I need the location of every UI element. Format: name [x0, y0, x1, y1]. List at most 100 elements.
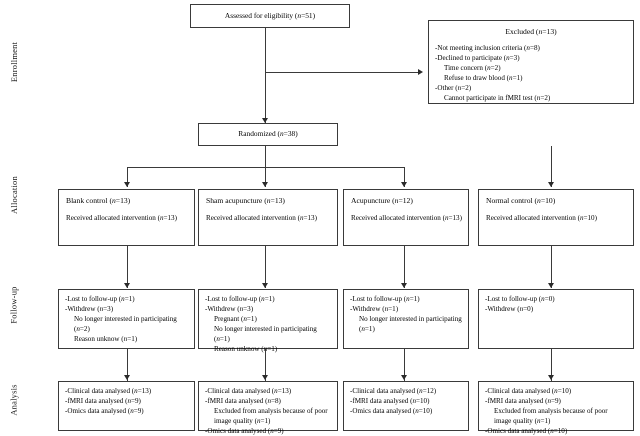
- analysis-lines-2: -Clinical data analysed (n=13) -fMRI data…: [205, 386, 331, 436]
- text-line: -fMRI data analysed (n=9): [65, 397, 141, 406]
- arrow-to-group-2: [262, 182, 268, 187]
- box-allocation-group-1: Blank control (n=13) Received allocated …: [58, 189, 195, 246]
- box-followup-group-1: -Lost to follow-up (n=1)-Withdrew (n=3)N…: [58, 289, 195, 349]
- followup-lines-4: -Lost to follow-up (n=0) -Withdrew (n=0): [485, 294, 627, 314]
- text-line: image quality (n=1): [214, 417, 271, 426]
- text-line: (n=1): [359, 325, 375, 334]
- followup-lines-3: -Lost to follow-up (n=1)-Withdrew (n=1)N…: [350, 294, 462, 334]
- connector-followup-to-analysis-3: [404, 349, 405, 381]
- text-line: Time concern (n=2): [444, 63, 501, 72]
- allocation-sub-2: Received allocated intervention (n=13): [206, 213, 317, 222]
- arrow-to-group-4: [548, 182, 554, 187]
- followup-lines-1: -Lost to follow-up (n=1)-Withdrew (n=3)N…: [65, 294, 188, 344]
- text-line: Refuse to draw blood (n=1): [444, 73, 523, 82]
- text-line: -Other (n=2): [435, 84, 472, 93]
- text-line: Pregnant (n=1): [214, 315, 257, 324]
- box-analysis-group-3: -Clinical data analysed (n=12) -fMRI data…: [343, 381, 469, 431]
- allocation-sub-4: Received allocated intervention (n=10): [486, 213, 597, 222]
- stage-label-allocation: Allocation: [0, 176, 46, 214]
- text-line: Reason unknow (n=1): [74, 335, 138, 344]
- text-line: No longer interested in participating: [74, 315, 177, 324]
- text-line: Reason unknow (n=1): [214, 345, 278, 354]
- connector-branch-left: [127, 167, 128, 187]
- text-line: image quality (n=1): [494, 417, 551, 426]
- box-followup-group-4: -Lost to follow-up (n=0) -Withdrew (n=0): [478, 289, 634, 349]
- analysis-lines-4: -Clinical data analysed (n=10) -fMRI data…: [485, 386, 627, 436]
- arrow-followup-to-analysis-3: [401, 375, 407, 380]
- box-analysis-group-2: -Clinical data analysed (n=13) -fMRI data…: [198, 381, 338, 435]
- connector-branch-far-right: [551, 146, 552, 187]
- connector-assessed-to-randomized: [265, 28, 266, 123]
- connector-followup-to-analysis-2: [265, 349, 266, 381]
- connector-alloc-to-followup-1: [127, 246, 128, 288]
- text-line: -Withdrew (n=1): [350, 305, 399, 314]
- followup-lines-2: -Lost to follow-up (n=1)-Withdrew (n=3)P…: [205, 294, 331, 354]
- stage-label-enrollment-text: Enrollment: [9, 41, 19, 83]
- analysis-lines-1: -Clinical data analysed (n=13) -fMRI data…: [65, 386, 188, 416]
- arrow-alloc-to-followup-3: [401, 283, 407, 288]
- connector-alloc-to-followup-2: [265, 246, 266, 288]
- allocation-title-2: Sham acupuncture (n=13): [206, 196, 285, 205]
- text-line: -Withdrew (n=0): [485, 305, 534, 314]
- arrow-followup-to-analysis-4: [548, 375, 554, 380]
- text-line: -Clinical data analysed (n=13): [205, 387, 292, 395]
- box-allocation-group-4: Normal control (n=10) Received allocated…: [478, 189, 634, 246]
- arrow-followup-to-analysis-2: [262, 375, 268, 380]
- text-line: Excluded from analysis because of poor: [214, 407, 328, 416]
- excluded-lines: -Not meeting inclusion criteria (n=8)-De…: [435, 43, 627, 103]
- allocation-title-1: Blank control (n=13): [66, 196, 131, 205]
- box-followup-group-2: -Lost to follow-up (n=1)-Withdrew (n=3)P…: [198, 289, 338, 353]
- arrow-alloc-to-followup-4: [548, 283, 554, 288]
- arrow-alloc-to-followup-2: [262, 283, 268, 288]
- connector-branch-right: [404, 167, 405, 187]
- stage-label-followup-text: Follow-up: [8, 286, 19, 324]
- assessed-text: Assessed for eligibility (n=51): [224, 10, 316, 20]
- box-randomized: Randomized (n=38): [198, 123, 338, 146]
- text-line: No longer interested in participating: [214, 325, 317, 334]
- connector-branch-mid: [265, 167, 266, 187]
- stage-label-enrollment: Enrollment: [0, 42, 46, 82]
- arrow-to-group-3: [401, 182, 407, 187]
- text-line: -fMRI data analysed (n=10): [350, 397, 430, 406]
- box-excluded: Excluded (n=13) -Not meeting inclusion c…: [428, 20, 634, 104]
- box-analysis-group-1: -Clinical data analysed (n=13) -fMRI data…: [58, 381, 195, 431]
- text-line: -Omics data analysed (n=9): [65, 407, 144, 416]
- text-line: -Lost to follow-up (n=1): [65, 295, 135, 303]
- text-line: -Clinical data analysed (n=13): [65, 387, 152, 395]
- text-line: -fMRI data analysed (n=9): [485, 397, 561, 406]
- text-line: -Declined to participate (n=3): [435, 53, 520, 62]
- arrow-to-excluded: [418, 69, 423, 75]
- box-allocation-group-2: Sham acupuncture (n=13) Received allocat…: [198, 189, 338, 246]
- text-line: (n=1): [214, 335, 230, 344]
- box-allocation-group-3: Acupuncture (n=12) Received allocated in…: [343, 189, 469, 246]
- arrow-followup-to-analysis-1: [124, 375, 130, 380]
- excluded-title: Excluded (n=13): [505, 27, 557, 36]
- allocation-title-3: Acupuncture (n=12): [351, 196, 413, 205]
- allocation-title-4: Normal control (n=10): [486, 196, 556, 205]
- text-line: -Lost to follow-up (n=1): [350, 295, 420, 303]
- text-line: -Omics data analysed (n=10): [485, 427, 568, 436]
- connector-randomized-down: [265, 146, 266, 168]
- arrow-to-group-1: [124, 182, 130, 187]
- text-line: -Lost to follow-up (n=0): [485, 295, 555, 303]
- text-line: -Clinical data analysed (n=10): [485, 387, 572, 395]
- connector-alloc-to-followup-3: [404, 246, 405, 288]
- connector-followup-to-analysis-4: [551, 349, 552, 381]
- text-line: Cannot participate in fMRI test (n=2): [444, 94, 551, 103]
- connector-to-excluded: [265, 72, 420, 73]
- text-line: -Lost to follow-up (n=1): [205, 295, 275, 303]
- text-line: -fMRI data analysed (n=8): [205, 397, 281, 406]
- text-line: -Clinical data analysed (n=12): [350, 387, 437, 395]
- connector-followup-to-analysis-1: [127, 349, 128, 381]
- text-line: -Omics data analysed (n=10): [350, 407, 433, 416]
- text-line: Excluded from analysis because of poor: [494, 407, 608, 416]
- text-line: -Not meeting inclusion criteria (n=8): [435, 43, 540, 52]
- text-line: (n=2): [74, 325, 90, 334]
- box-followup-group-3: -Lost to follow-up (n=1)-Withdrew (n=1)N…: [343, 289, 469, 349]
- stage-label-analysis: Analysis: [0, 384, 46, 415]
- arrow-assessed-to-randomized: [262, 118, 268, 123]
- stage-label-followup: Follow-up: [0, 286, 46, 323]
- allocation-sub-3: Received allocated intervention (n=13): [351, 213, 462, 222]
- allocation-sub-1: Received allocated intervention (n=13): [66, 213, 177, 222]
